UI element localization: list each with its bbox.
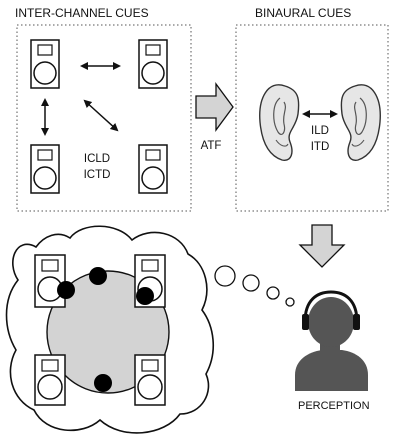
- listener-dot: [94, 374, 112, 392]
- down-arrow-icon: [298, 224, 346, 268]
- atf-arrow-icon: [195, 82, 234, 132]
- perception-label: PERCEPTION: [298, 400, 370, 412]
- right-ear-icon: [340, 84, 381, 161]
- itd-label: ITD: [310, 141, 330, 153]
- listener-dot: [57, 281, 75, 299]
- speaker-icon: [30, 39, 60, 89]
- listener-head-icon: [295, 290, 368, 391]
- binaural-panel: [235, 24, 389, 212]
- listener-dot: [136, 287, 154, 305]
- listener-dot: [89, 267, 107, 285]
- left-ear-icon: [259, 84, 300, 161]
- ild-label: ILD: [311, 125, 329, 137]
- thought-bubble: [285, 297, 295, 307]
- atf-label: ATF: [200, 140, 222, 152]
- speaker-icon: [138, 144, 168, 194]
- double-arrow: [83, 99, 119, 132]
- speaker-icon: [138, 39, 168, 89]
- speaker-icon: [34, 254, 66, 308]
- ictd-label: ICTD: [83, 169, 111, 181]
- thought-bubble: [242, 274, 260, 292]
- speaker-icon: [34, 354, 66, 406]
- speaker-icon: [30, 144, 60, 194]
- speaker-icon: [134, 354, 166, 406]
- icld-label: ICLD: [83, 153, 111, 165]
- thought-bubble: [266, 286, 280, 300]
- thought-bubble: [214, 265, 236, 287]
- inter-channel-cues-title: INTER-CHANNEL CUES: [15, 6, 149, 20]
- binaural-cues-title: BINAURAL CUES: [255, 6, 352, 20]
